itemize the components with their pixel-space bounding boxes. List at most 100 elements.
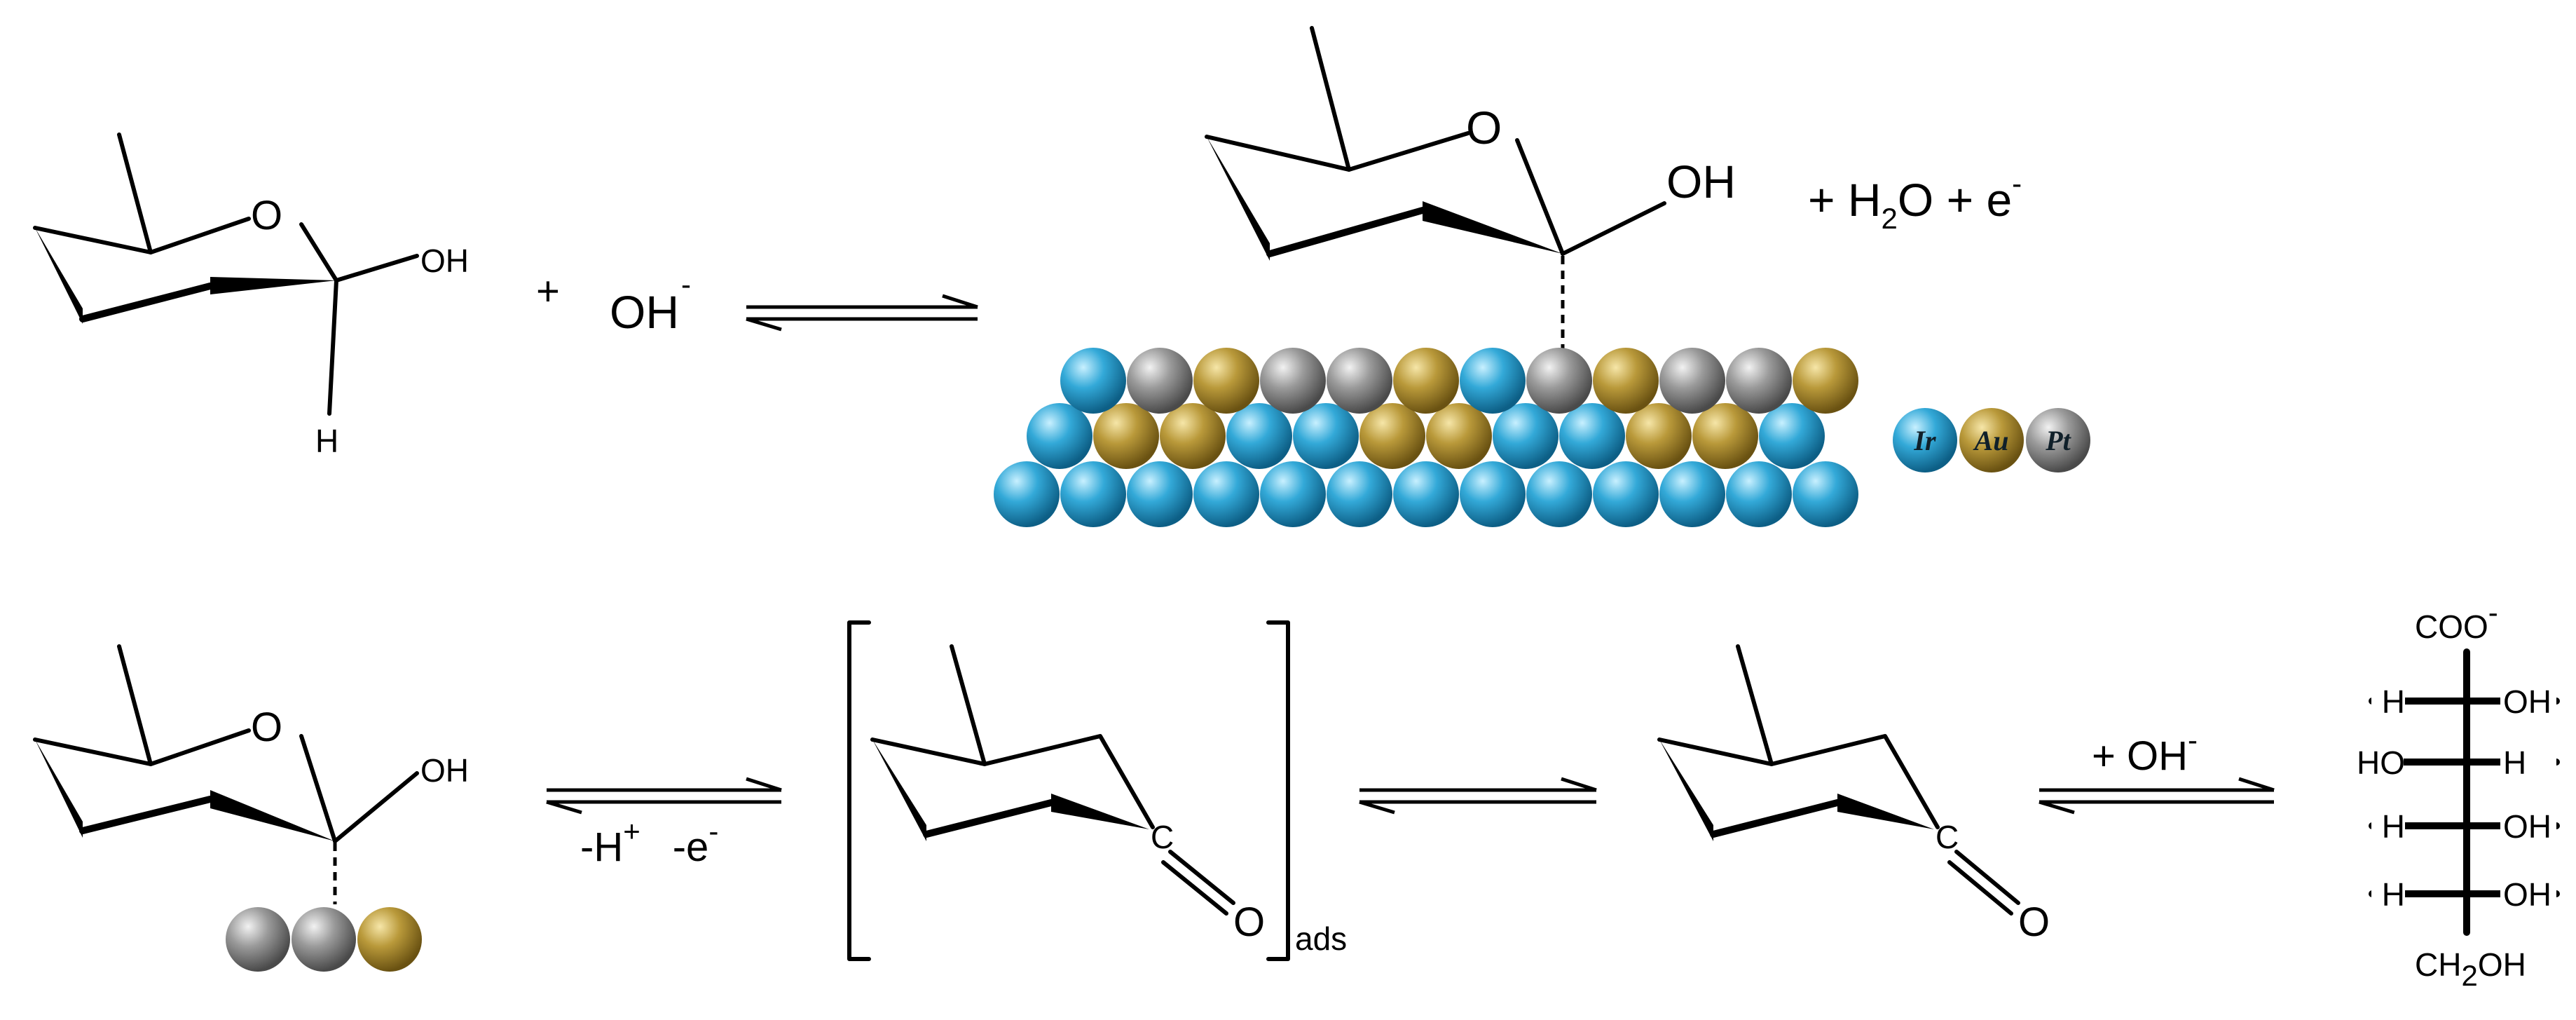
ring-back-bonds bbox=[33, 217, 251, 254]
ring-front-bond bbox=[79, 796, 214, 834]
surface-row-3-ir-atom bbox=[1460, 348, 1526, 414]
ring-wedge-right bbox=[1051, 794, 1149, 829]
surface-row-2-au-atom bbox=[1626, 403, 1692, 469]
surface-row-3-pt-atom bbox=[1726, 348, 1792, 414]
surface-row-3-au-atom bbox=[1593, 348, 1659, 414]
surface-row-1-ir-atom bbox=[1460, 461, 1526, 527]
surface-row-2-ir-atom bbox=[1759, 403, 1825, 469]
ring-back-bonds bbox=[870, 734, 1155, 829]
surface-row-2-ir-atom bbox=[1226, 403, 1292, 469]
ring-front-bond bbox=[923, 799, 1055, 838]
hydroxyl-bond bbox=[334, 254, 419, 283]
surface-row-1-ir-atom bbox=[1526, 461, 1592, 527]
methyl-bond bbox=[1736, 644, 1774, 766]
surface-row-3-pt-atom bbox=[1526, 348, 1592, 414]
surface-row-2-ir-atom bbox=[1493, 403, 1558, 469]
ring-oxygen-label: O bbox=[251, 193, 282, 238]
water-suffix-electron: O + e bbox=[1898, 174, 2012, 226]
row-1-right: OH bbox=[2503, 684, 2551, 720]
equilibrium-arrow-4 bbox=[2039, 777, 2275, 815]
cluster-pt-atom bbox=[226, 907, 290, 972]
carboxylate-charge: - bbox=[2488, 596, 2498, 629]
ring-oxygen-label: O bbox=[1466, 102, 1502, 154]
electron-charge: - bbox=[708, 815, 718, 848]
methyl-bond bbox=[1310, 26, 1351, 172]
plus-sign: + bbox=[536, 268, 560, 314]
surface-row-1-ir-atom bbox=[1593, 461, 1659, 527]
surface-row-2-au-atom bbox=[1692, 403, 1758, 469]
water-subscript: 2 bbox=[1882, 202, 1898, 235]
hydroxyl-label: OH bbox=[420, 752, 469, 789]
glucose-molecule: O OH H bbox=[33, 132, 469, 459]
ring-back-bonds bbox=[1205, 131, 1470, 172]
surface-row-1-ir-atom bbox=[1127, 461, 1193, 527]
proton-charge: + bbox=[623, 815, 640, 848]
carbonyl-double-bond bbox=[1947, 850, 2020, 916]
surface-row-3-au-atom bbox=[1793, 348, 1858, 414]
ring-right-bonds bbox=[299, 222, 338, 416]
surface-row-1-ir-atom bbox=[1793, 461, 1858, 527]
ring-front-bond bbox=[1710, 799, 1841, 838]
surface-row-1-ir-atom bbox=[1060, 461, 1126, 527]
surface-row-1-ir-atom bbox=[1260, 461, 1326, 527]
equilibrium-arrow-3 bbox=[1359, 777, 1597, 815]
ring-front-bond bbox=[79, 283, 214, 322]
surface-row-3-au-atom bbox=[1393, 348, 1459, 414]
legend-label-ir: Ir bbox=[1913, 425, 1936, 456]
ring-front-bond bbox=[1266, 207, 1426, 257]
metal-cluster bbox=[226, 907, 422, 972]
legend-label-au: Au bbox=[1973, 425, 2009, 456]
carbon-label: C bbox=[1936, 819, 1959, 855]
hydroxymethyl-prefix: CH bbox=[2415, 946, 2461, 983]
ring-wedge-right bbox=[1423, 201, 1563, 254]
equilibrium-arrow-2 bbox=[546, 777, 782, 815]
ring-back-bonds bbox=[33, 728, 251, 766]
adsorbed-glucose-small: O OH bbox=[33, 644, 469, 904]
ring-wedge-right bbox=[210, 277, 336, 294]
legend-pt-atom bbox=[2026, 408, 2090, 472]
hydroxymethyl-subscript: 2 bbox=[2461, 959, 2477, 992]
adsorbed-intermediate: ads C O bbox=[847, 620, 1347, 961]
ring-wedge-left bbox=[35, 740, 83, 838]
hydroxide-charge: - bbox=[681, 268, 691, 301]
row-2-left: HO bbox=[2357, 744, 2405, 781]
hydroxymethyl-label: CH2OH bbox=[2415, 946, 2526, 992]
carboxylate-group: COO bbox=[2415, 608, 2488, 645]
ring-wedge-right bbox=[210, 790, 335, 841]
row-1-left: H bbox=[2382, 684, 2405, 720]
surface-row-2-au-atom bbox=[1359, 403, 1425, 469]
gluconate-fischer-projection: COO- H OH HO H H OH H OH CH2OH bbox=[2313, 596, 2560, 992]
carbonyl-oxygen-label: O bbox=[1233, 899, 1265, 945]
legend-ir-atom bbox=[1893, 408, 1957, 472]
ring-back-bonds bbox=[1657, 734, 1940, 829]
surface-row-2-ir-atom bbox=[1027, 403, 1092, 469]
gluconolactone-molecule: C O bbox=[1657, 644, 2050, 945]
surface-row-1-ir-atom bbox=[1659, 461, 1725, 527]
hydroxide-label: OH bbox=[610, 286, 679, 338]
row-3-left: H bbox=[2382, 808, 2405, 845]
hydroxyl-label: OH bbox=[1666, 156, 1736, 208]
right-bracket bbox=[1266, 620, 1290, 961]
row-2-right: H bbox=[2503, 744, 2526, 781]
surface-row-2-au-atom bbox=[1160, 403, 1226, 469]
ring-wedge-left bbox=[872, 740, 926, 841]
carbonyl-oxygen-label: O bbox=[2018, 899, 2050, 945]
row-4-right: OH bbox=[2503, 876, 2551, 913]
hydroxide-charge: - bbox=[2188, 723, 2198, 756]
left-bracket bbox=[847, 620, 871, 961]
adsorbed-subscript: ads bbox=[1295, 920, 1347, 957]
surface-row-2-ir-atom bbox=[1293, 403, 1359, 469]
ring-right-bond bbox=[299, 734, 337, 843]
hydroxide-addition: + OH bbox=[2092, 733, 2188, 779]
electron-charge: - bbox=[2012, 167, 2022, 200]
surface-row-2-au-atom bbox=[1426, 403, 1492, 469]
ring-oxygen-label: O bbox=[251, 705, 282, 750]
surface-row-1-ir-atom bbox=[994, 461, 1060, 527]
row-3-right: OH bbox=[2503, 808, 2551, 845]
ring-wedge-left bbox=[1659, 740, 1713, 841]
ring-right-bond bbox=[1515, 138, 1565, 256]
hydrogen-label: H bbox=[315, 423, 338, 459]
surface-row-3-pt-atom bbox=[1260, 348, 1326, 414]
